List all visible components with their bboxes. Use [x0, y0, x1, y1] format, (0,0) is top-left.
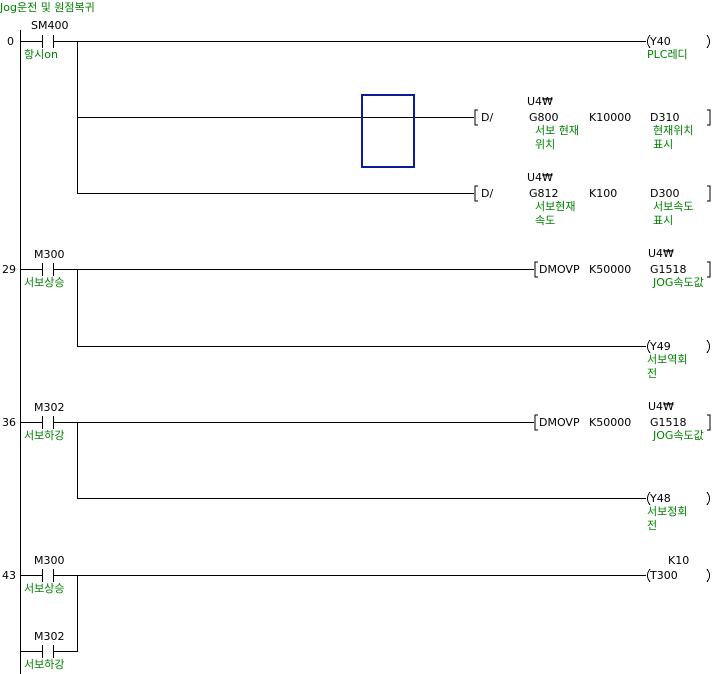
operand-constant[interactable]: K50000	[589, 416, 632, 429]
operand-comment: 위치	[535, 138, 556, 151]
timer-setting[interactable]: K10	[668, 554, 690, 567]
step-number: 36	[2, 416, 16, 429]
rung-0	[20, 34, 711, 202]
operand-comment: JOG속도값	[653, 276, 704, 289]
contact-device[interactable]: M300	[34, 248, 65, 261]
operand-source[interactable]: G800	[529, 111, 559, 124]
operand-destination[interactable]: G1518	[650, 416, 687, 429]
instruction-op[interactable]: DMOVP	[539, 263, 580, 276]
rung-43	[20, 568, 710, 658]
operand-comment: 서보속도	[653, 200, 694, 213]
operand-comment: 표시	[653, 214, 674, 227]
coil-comment: 서보정회	[647, 505, 688, 518]
contact-comment: 서보하강	[24, 658, 65, 671]
program-title: Jog운전 및 원점복귀	[0, 1, 95, 14]
operand-comment: 속도	[535, 214, 556, 227]
step-number: 43	[2, 569, 16, 582]
step-number: 0	[7, 35, 14, 48]
operand-destination[interactable]: D310	[650, 111, 680, 124]
rung-29	[20, 261, 711, 354]
contact-device[interactable]: M302	[34, 401, 65, 414]
operand-comment: 현재위치	[653, 124, 694, 137]
operand-constant[interactable]: K100	[589, 187, 618, 200]
contact-comment: 서보하강	[24, 429, 65, 442]
coil-comment: 전	[647, 519, 658, 532]
cursor-selection-box[interactable]	[361, 94, 415, 168]
operand-comment: JOG속도값	[653, 429, 704, 442]
instruction-op[interactable]: D/	[481, 111, 494, 124]
coil-comment: 서보역회	[647, 353, 688, 366]
operand-head: U4₩	[648, 247, 674, 260]
operand-comment: 표시	[653, 138, 674, 151]
contact-comment: 서보상승	[24, 276, 65, 289]
coil-comment: 전	[647, 367, 658, 380]
rung-36	[20, 414, 711, 506]
operand-constant[interactable]: K10000	[589, 111, 632, 124]
contact-device[interactable]: M300	[34, 554, 65, 567]
contact-comment: 항시on	[24, 48, 58, 61]
coil-device[interactable]: T300	[650, 569, 678, 582]
instruction-op[interactable]: DMOVP	[539, 416, 580, 429]
operand-source[interactable]: G812	[529, 187, 559, 200]
coil-device[interactable]: Y49	[650, 340, 671, 353]
operand-constant[interactable]: K50000	[589, 263, 632, 276]
operand-head: U4₩	[527, 171, 553, 184]
coil-device[interactable]: Y40	[650, 35, 671, 48]
operand-head: U4₩	[648, 400, 674, 413]
instruction-op[interactable]: D/	[481, 187, 494, 200]
operand-destination[interactable]: D300	[650, 187, 680, 200]
contact-comment: 서보상승	[24, 582, 65, 595]
contact-device[interactable]: M302	[34, 630, 65, 643]
contact-device[interactable]: SM400	[31, 19, 69, 32]
operand-destination[interactable]: G1518	[650, 263, 687, 276]
operand-head: U4₩	[527, 95, 553, 108]
coil-device[interactable]: Y48	[650, 492, 671, 505]
operand-comment: 서보 현재	[535, 124, 579, 137]
operand-comment: 서보현재	[535, 200, 576, 213]
coil-comment: PLC레디	[647, 48, 688, 61]
step-number: 29	[2, 263, 16, 276]
